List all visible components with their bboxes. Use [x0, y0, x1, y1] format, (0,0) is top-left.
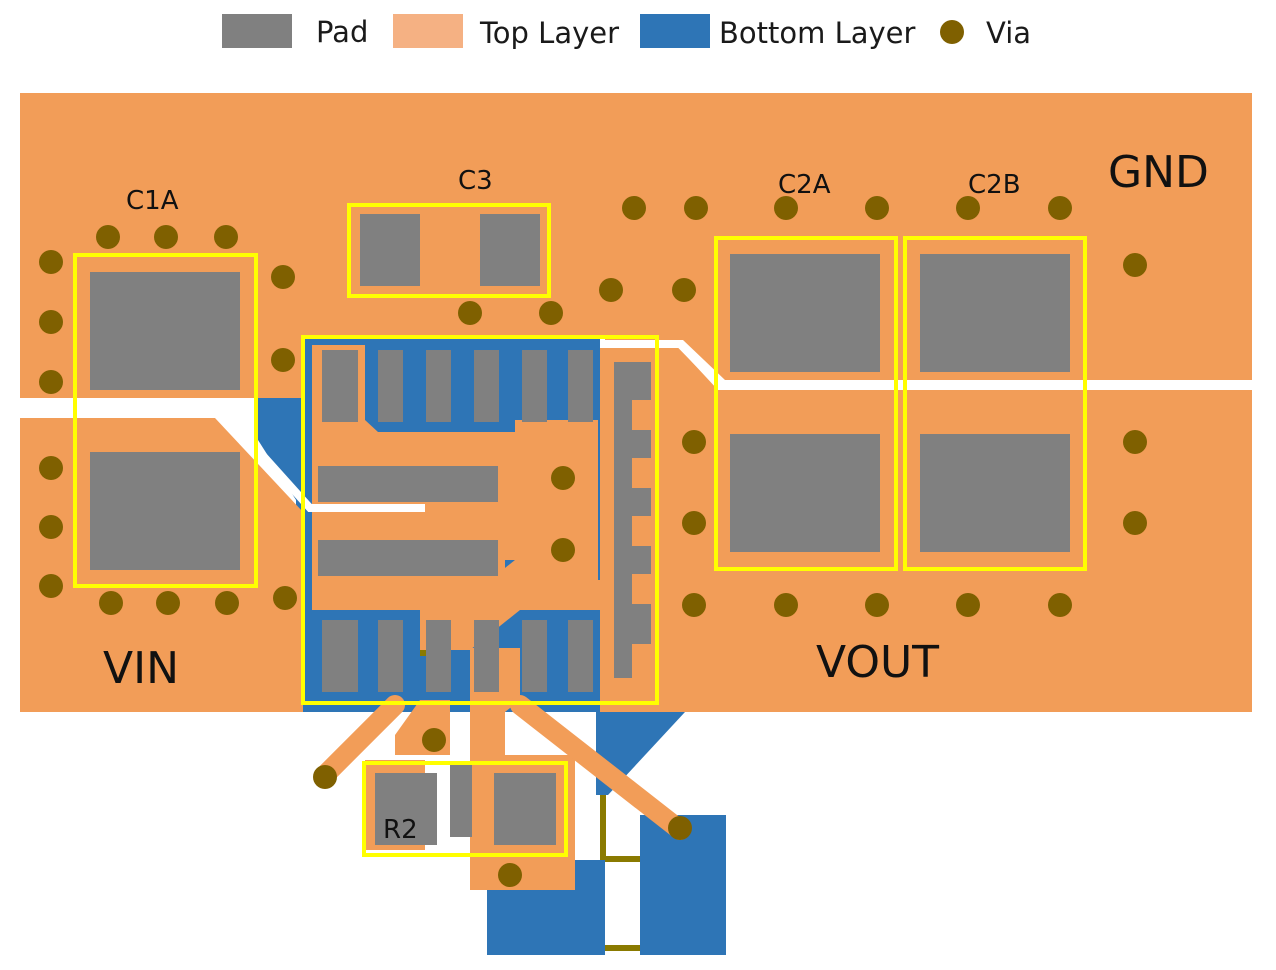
via — [682, 593, 706, 617]
via — [668, 816, 692, 840]
ic-pin-bottom — [474, 620, 499, 692]
via — [551, 538, 575, 562]
via — [313, 765, 337, 789]
ic-pin-top — [426, 350, 451, 422]
ic-pin-bottom — [378, 620, 403, 692]
via — [956, 593, 980, 617]
vias — [39, 196, 1147, 887]
via — [956, 196, 980, 220]
via — [774, 196, 798, 220]
c3-pad-2 — [480, 214, 540, 286]
ic-pin-bottom — [426, 620, 451, 692]
ic-pad-horizontal — [318, 466, 498, 502]
labels: C1A C3 C2A C2B R2 GND VIN VOUT — [103, 147, 1209, 845]
c2b-label: C2B — [968, 170, 1021, 200]
legend-bottom-layer-label: Bottom Layer — [719, 16, 916, 50]
c2b-outline — [903, 236, 1087, 571]
c2a-pad-2 — [730, 434, 880, 552]
via — [1123, 253, 1147, 277]
via — [154, 225, 178, 249]
olive-traces — [420, 650, 640, 951]
via — [214, 225, 238, 249]
angled-traces — [315, 695, 690, 840]
via — [622, 196, 646, 220]
c3-pad-1 — [360, 214, 420, 286]
vout-label: VOUT — [816, 637, 939, 688]
r2-label: R2 — [383, 815, 418, 845]
via — [273, 586, 297, 610]
legend-top-layer-label: Top Layer — [479, 16, 619, 50]
ic-pad-comb — [614, 362, 651, 678]
via — [774, 593, 798, 617]
ic-pin-bottom — [322, 620, 358, 692]
via — [39, 515, 63, 539]
via — [39, 370, 63, 394]
via — [551, 466, 575, 490]
legend-pad-swatch — [222, 14, 292, 48]
via — [458, 301, 482, 325]
component-outlines — [73, 203, 1087, 857]
via — [39, 250, 63, 274]
ic-pin-top — [474, 350, 499, 422]
via — [865, 196, 889, 220]
ic-pin-top — [322, 350, 358, 422]
via — [1048, 593, 1072, 617]
ic-pin-top — [568, 350, 593, 422]
via — [1123, 511, 1147, 535]
gnd-label: GND — [1108, 147, 1209, 198]
c1a-pad-2 — [90, 452, 240, 570]
via — [156, 591, 180, 615]
via — [682, 430, 706, 454]
plane-gaps — [20, 340, 1252, 512]
via — [271, 265, 295, 289]
r2-body — [450, 765, 472, 837]
c3-label: C3 — [458, 166, 493, 196]
r2-pad-2 — [494, 773, 556, 845]
ic-pin-bottom — [522, 620, 547, 692]
via — [39, 310, 63, 334]
legend-top-layer-swatch — [393, 14, 463, 48]
via — [1123, 430, 1147, 454]
ic-pad-horizontal — [318, 540, 498, 576]
via — [422, 728, 446, 752]
c2a-label: C2A — [778, 170, 831, 200]
c1a-label: C1A — [126, 186, 179, 216]
c3-outline — [347, 203, 551, 298]
c1a-pad-1 — [90, 272, 240, 390]
via — [672, 278, 696, 302]
ic-pin-bottom — [568, 620, 593, 692]
pads — [90, 214, 1070, 845]
via — [539, 301, 563, 325]
legend: Pad Top Layer Bottom Layer Via — [222, 14, 1031, 50]
via — [39, 456, 63, 480]
r2-outline — [362, 761, 568, 857]
c2a-pad-1 — [730, 254, 880, 372]
via — [682, 511, 706, 535]
r2-pad-1 — [375, 773, 437, 845]
via — [1048, 196, 1072, 220]
legend-bottom-layer-swatch — [640, 14, 710, 48]
via — [99, 591, 123, 615]
vin-label: VIN — [103, 643, 179, 694]
c2a-outline — [714, 236, 898, 571]
via — [498, 863, 522, 887]
c1a-outline — [73, 253, 258, 588]
ic-pin-top — [378, 350, 403, 422]
ic-outline — [301, 335, 659, 705]
legend-via-swatch — [940, 20, 964, 44]
via — [96, 225, 120, 249]
c2b-pad-1 — [920, 254, 1070, 372]
via — [865, 593, 889, 617]
via — [599, 278, 623, 302]
legend-via-label: Via — [986, 16, 1031, 50]
ic-pin-top — [522, 350, 547, 422]
via — [271, 348, 295, 372]
via — [684, 196, 708, 220]
via — [215, 591, 239, 615]
via — [39, 574, 63, 598]
legend-pad-label: Pad — [316, 15, 368, 49]
c2b-pad-2 — [920, 434, 1070, 552]
